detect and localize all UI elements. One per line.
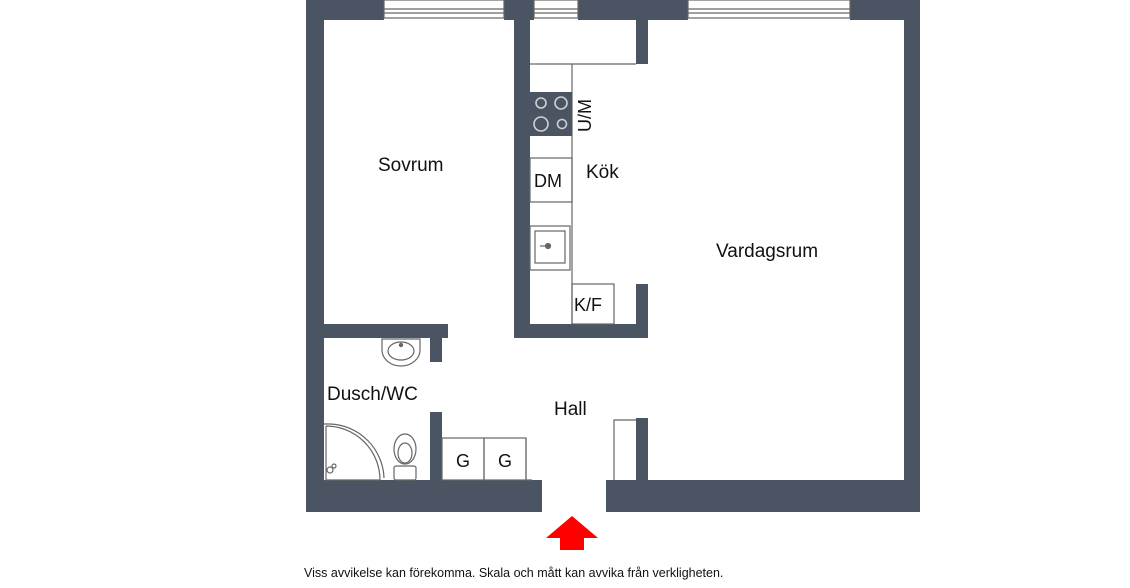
room-label-living-room: Vardagsrum — [716, 241, 818, 262]
stove-icon — [530, 92, 572, 136]
window-icon — [383, 0, 851, 19]
entrance-arrow-icon — [546, 516, 598, 550]
toilet-icon — [393, 433, 417, 481]
hall-closet — [613, 419, 636, 480]
wardrobes — [441, 437, 532, 481]
fixture-label-wardrobe-2: G — [498, 451, 512, 471]
fixture-label-wardrobe-1: G — [456, 451, 470, 471]
fixture-label-dishwasher: DM — [534, 171, 562, 191]
walls — [306, 0, 920, 512]
sink-icon — [529, 225, 571, 271]
fixture-label-fridge-freezer: K/F — [574, 295, 602, 315]
room-label-hall: Hall — [554, 399, 587, 420]
fixture-label-stove: U/M — [575, 99, 595, 132]
room-label-bedroom: Sovrum — [378, 155, 443, 176]
room-label-kitchen: Kök — [586, 162, 619, 183]
kitchen-counter — [529, 63, 636, 325]
shower-icon — [324, 423, 385, 481]
disclaimer-text: Viss avvikelse kan förekomma. Skala och … — [304, 566, 724, 580]
room-label-bathroom: Dusch/WC — [327, 384, 418, 405]
washbasin-icon — [381, 338, 421, 367]
